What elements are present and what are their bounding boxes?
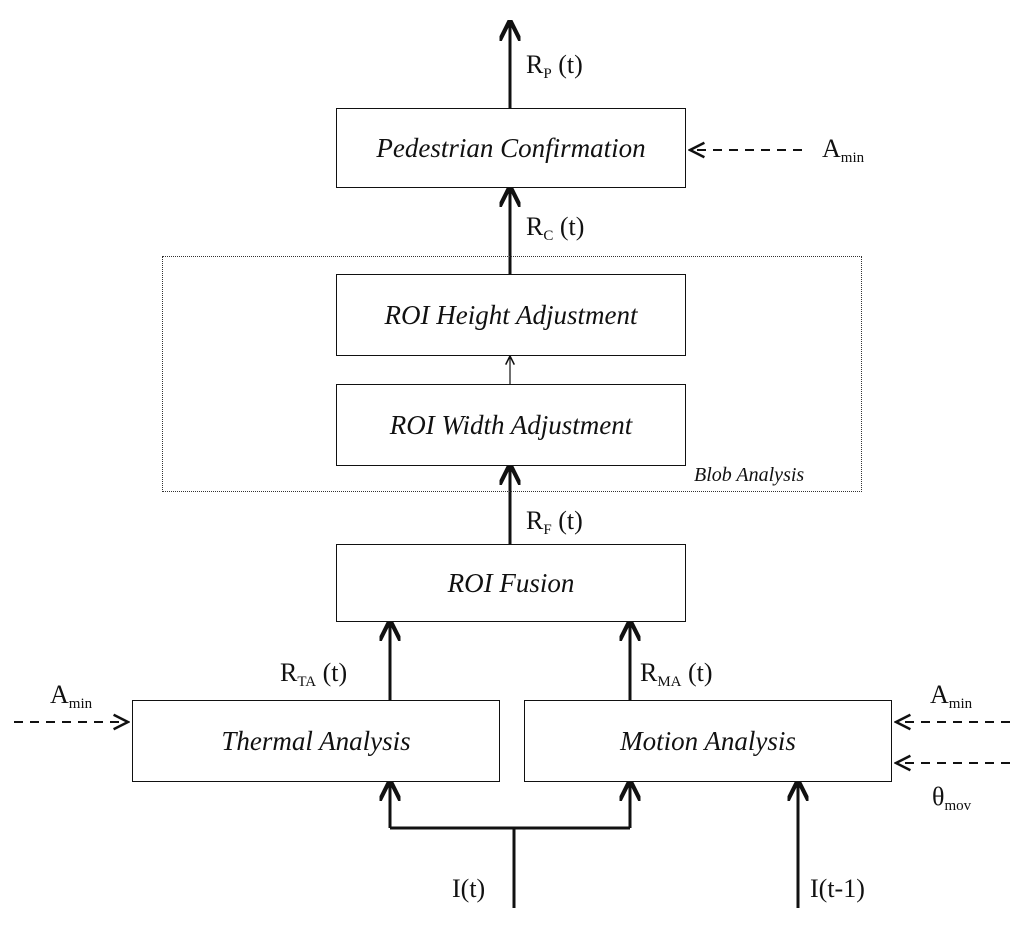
param-amin-thermal-label: Amin [50,680,93,712]
input-it-label: I(t) [452,874,486,903]
roi-height-adjustment-block: ROI Height Adjustment [336,274,686,356]
signal-rp-label: RP (t) [526,50,583,82]
motion-analysis-block: Motion Analysis [524,700,892,782]
blob-analysis-group [162,256,862,492]
blob-analysis-label: Blob Analysis [694,464,805,486]
param-amin-confirmation-label: Amin [822,134,865,166]
roi-fusion-block: ROI Fusion [336,544,686,622]
signal-rf-label: RF (t) [526,506,583,538]
param-amin-motion-label: Amin [930,680,973,712]
param-theta-mov-label: θmov [932,782,972,814]
pedestrian-confirmation-block: Pedestrian Confirmation [336,108,686,188]
signal-rma-label: RMA (t) [640,658,713,690]
signal-rta-label: RTA (t) [280,658,348,690]
roi-width-adjustment-block: ROI Width Adjustment [336,384,686,466]
input-it1-label: I(t-1) [810,874,865,903]
signal-rc-label: RC (t) [526,212,585,244]
thermal-analysis-block: Thermal Analysis [132,700,500,782]
